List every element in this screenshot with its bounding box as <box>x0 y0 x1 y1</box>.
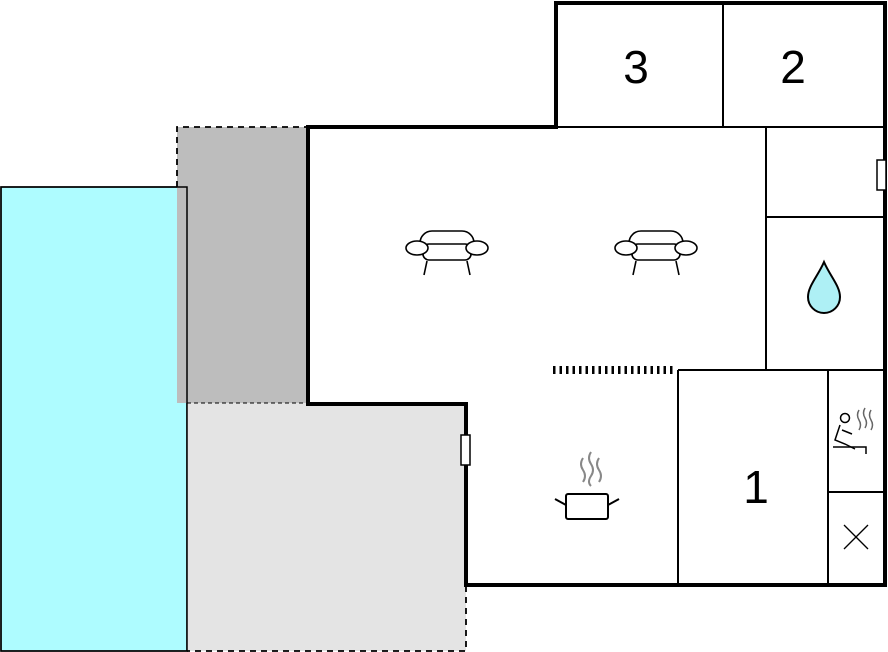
sofa-icon <box>405 230 489 276</box>
bedroom-3-label: 3 <box>623 41 649 93</box>
open-terrace <box>187 403 466 651</box>
water-drop-icon <box>806 259 842 314</box>
outer-walls <box>306 1 887 587</box>
interior-walls <box>556 3 885 585</box>
window-marker-left <box>460 434 471 466</box>
terrace-dashed-outline <box>176 126 467 652</box>
bedroom-1-label: 1 <box>743 461 769 513</box>
pool <box>0 186 188 652</box>
bedroom-2-label: 2 <box>780 41 806 93</box>
sauna-icon <box>833 407 874 454</box>
pool-edge <box>0 186 188 652</box>
wc-cross-icon <box>843 524 869 550</box>
covered-terrace <box>177 127 308 403</box>
sofa-icon <box>614 230 698 276</box>
window-marker-right <box>876 159 887 191</box>
cooking-pot-icon <box>554 451 620 520</box>
